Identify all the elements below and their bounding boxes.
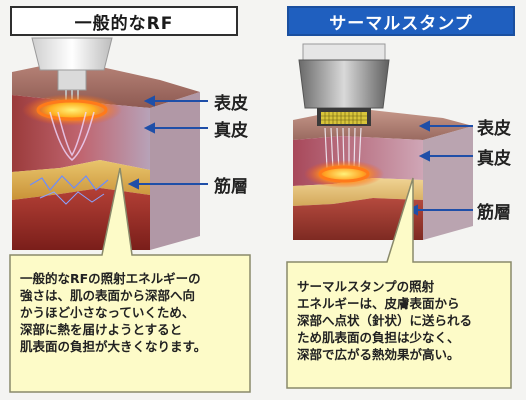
right-label-muscle: 筋層	[477, 203, 511, 223]
layer-arrows	[127, 95, 208, 190]
thermal-stamp-skin-illustration	[286, 43, 512, 389]
right-label-epidermis: 表皮	[477, 119, 511, 139]
left-callout-text: 一般的なRFの照射エネルギーの 強さは、肌の表面から深部へ向 かうほど小さなって…	[20, 271, 207, 354]
right-callout-bubble	[286, 177, 512, 389]
deep-heat-glow	[304, 160, 384, 188]
right-panel: サーマルスタンプ	[263, 0, 526, 400]
thermal-stamp-device	[298, 43, 390, 126]
left-panel: 一般的なRF	[9, 6, 251, 393]
left-callout-bubble	[9, 167, 251, 393]
left-label-muscle: 筋層	[214, 177, 248, 197]
surface-heat-glow	[22, 94, 122, 126]
right-label-dermis: 真皮	[477, 149, 511, 169]
right-panel-title: サーマルスタンプ	[287, 6, 515, 36]
left-label-dermis: 真皮	[214, 121, 248, 141]
right-callout-text: サーマルスタンプの照射 エネルギーは、皮膚表面から 深部へ点状（針状）に送られる…	[297, 279, 473, 362]
rf-skin-illustration	[9, 37, 251, 393]
skin-block	[12, 60, 200, 250]
left-panel-title: 一般的なRF	[10, 6, 238, 36]
left-label-epidermis: 表皮	[214, 94, 248, 114]
